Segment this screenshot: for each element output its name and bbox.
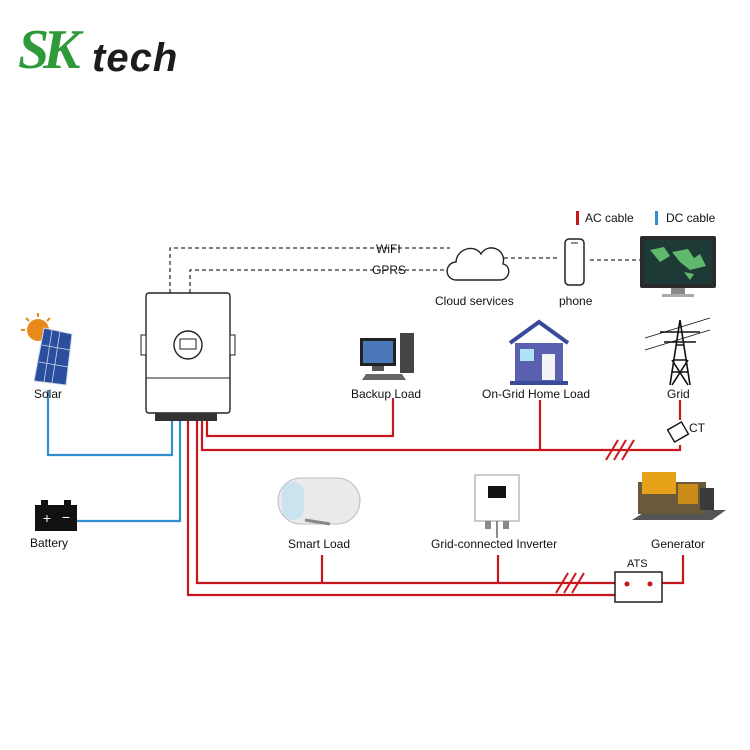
- grid-inverter-icon: [474, 474, 520, 538]
- ongrid-home-load-label: On-Grid Home Load: [482, 387, 591, 401]
- phone-icon: [564, 238, 585, 286]
- gprs-label: GPRS: [372, 263, 407, 277]
- dc-cables: [46, 390, 182, 523]
- legend-ac-cable: AC cable: [585, 211, 634, 225]
- grid-tower-icon: [644, 317, 711, 386]
- monitor-icon: [640, 236, 716, 297]
- hybrid-inverter: [140, 292, 236, 421]
- battery-label: Battery: [30, 536, 69, 550]
- ac-cable-swatch: [576, 211, 579, 225]
- generator-icon: [632, 472, 726, 520]
- smart-load-label: Smart Load: [288, 537, 351, 551]
- ats-label: ATS: [627, 558, 648, 570]
- generator-label: Generator: [651, 537, 706, 551]
- dc-cable-swatch: [655, 211, 658, 225]
- svg-text:−: −: [62, 509, 70, 525]
- smart-load-heater-icon: [277, 477, 361, 526]
- legend-dc-cable: DC cable: [666, 211, 716, 225]
- ac-cables: [186, 398, 685, 597]
- ats-switch-box: [614, 571, 663, 603]
- ct-sensor-icon: [666, 420, 690, 444]
- cable-break-marks: [555, 439, 635, 594]
- logo-sk-mark: SK: [18, 19, 80, 81]
- svg-text:+: +: [43, 510, 51, 526]
- phone-label: phone: [559, 294, 593, 308]
- grid-label: Grid: [667, 387, 690, 401]
- solar-panel-icon: [21, 313, 73, 386]
- grid-inverter-label: Grid-connected Inverter: [431, 537, 558, 551]
- signal-lines: [169, 247, 640, 293]
- battery-icon: + −: [35, 500, 77, 531]
- solar-label: Solar: [34, 387, 63, 401]
- backup-load-pc-icon: [360, 333, 414, 380]
- home-icon: [508, 319, 570, 385]
- ct-label: CT: [689, 421, 705, 435]
- backup-load-label: Backup Load: [351, 387, 422, 401]
- cloud-services-label: Cloud services: [435, 294, 514, 308]
- logo-tech-text: tech: [92, 36, 179, 80]
- cloud-icon: [446, 247, 510, 281]
- wifi-label: WiFI: [376, 242, 401, 256]
